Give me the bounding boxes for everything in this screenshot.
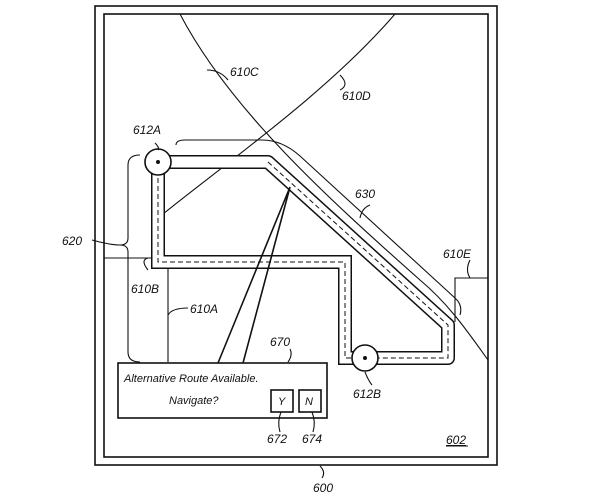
- road-610e: [454, 277, 488, 322]
- road-610c: [179, 13, 489, 361]
- label-600: 600: [313, 481, 333, 495]
- road-610d: [162, 13, 396, 215]
- bracket-630: [175, 139, 462, 316]
- label-610c: 610C: [230, 65, 259, 79]
- popup-question: Navigate?: [169, 395, 219, 407]
- label-610a: 610A: [190, 302, 218, 316]
- device-frame: [94, 5, 498, 466]
- end-point-612b[interactable]: [351, 344, 379, 372]
- yes-button[interactable]: Y: [270, 389, 294, 413]
- screen-frame: [103, 13, 489, 458]
- yes-button-label: Y: [278, 396, 286, 408]
- label-630: 630: [355, 187, 375, 201]
- label-602: 602: [446, 433, 466, 447]
- label-620: 620: [62, 234, 82, 248]
- leader-lines: [91, 69, 471, 479]
- notification-popup: Alternative Route Available. Navigate? Y…: [117, 362, 328, 419]
- label-610d: 610D: [342, 89, 371, 103]
- label-612a: 612A: [133, 123, 161, 137]
- label-674: 674: [302, 432, 322, 446]
- label-612b: 612B: [353, 387, 381, 401]
- label-672: 672: [267, 432, 287, 446]
- start-point-612a[interactable]: [144, 148, 172, 176]
- alternative-route[interactable]: [151, 162, 365, 365]
- popup-pointer: [217, 186, 291, 364]
- label-610e: 610E: [443, 247, 472, 261]
- no-button-label: N: [305, 396, 313, 408]
- label-670: 670: [270, 335, 290, 349]
- label-610b: 610B: [131, 282, 159, 296]
- popup-message: Alternative Route Available.: [123, 373, 259, 385]
- no-button[interactable]: N: [298, 389, 322, 413]
- current-route[interactable]: [158, 155, 455, 365]
